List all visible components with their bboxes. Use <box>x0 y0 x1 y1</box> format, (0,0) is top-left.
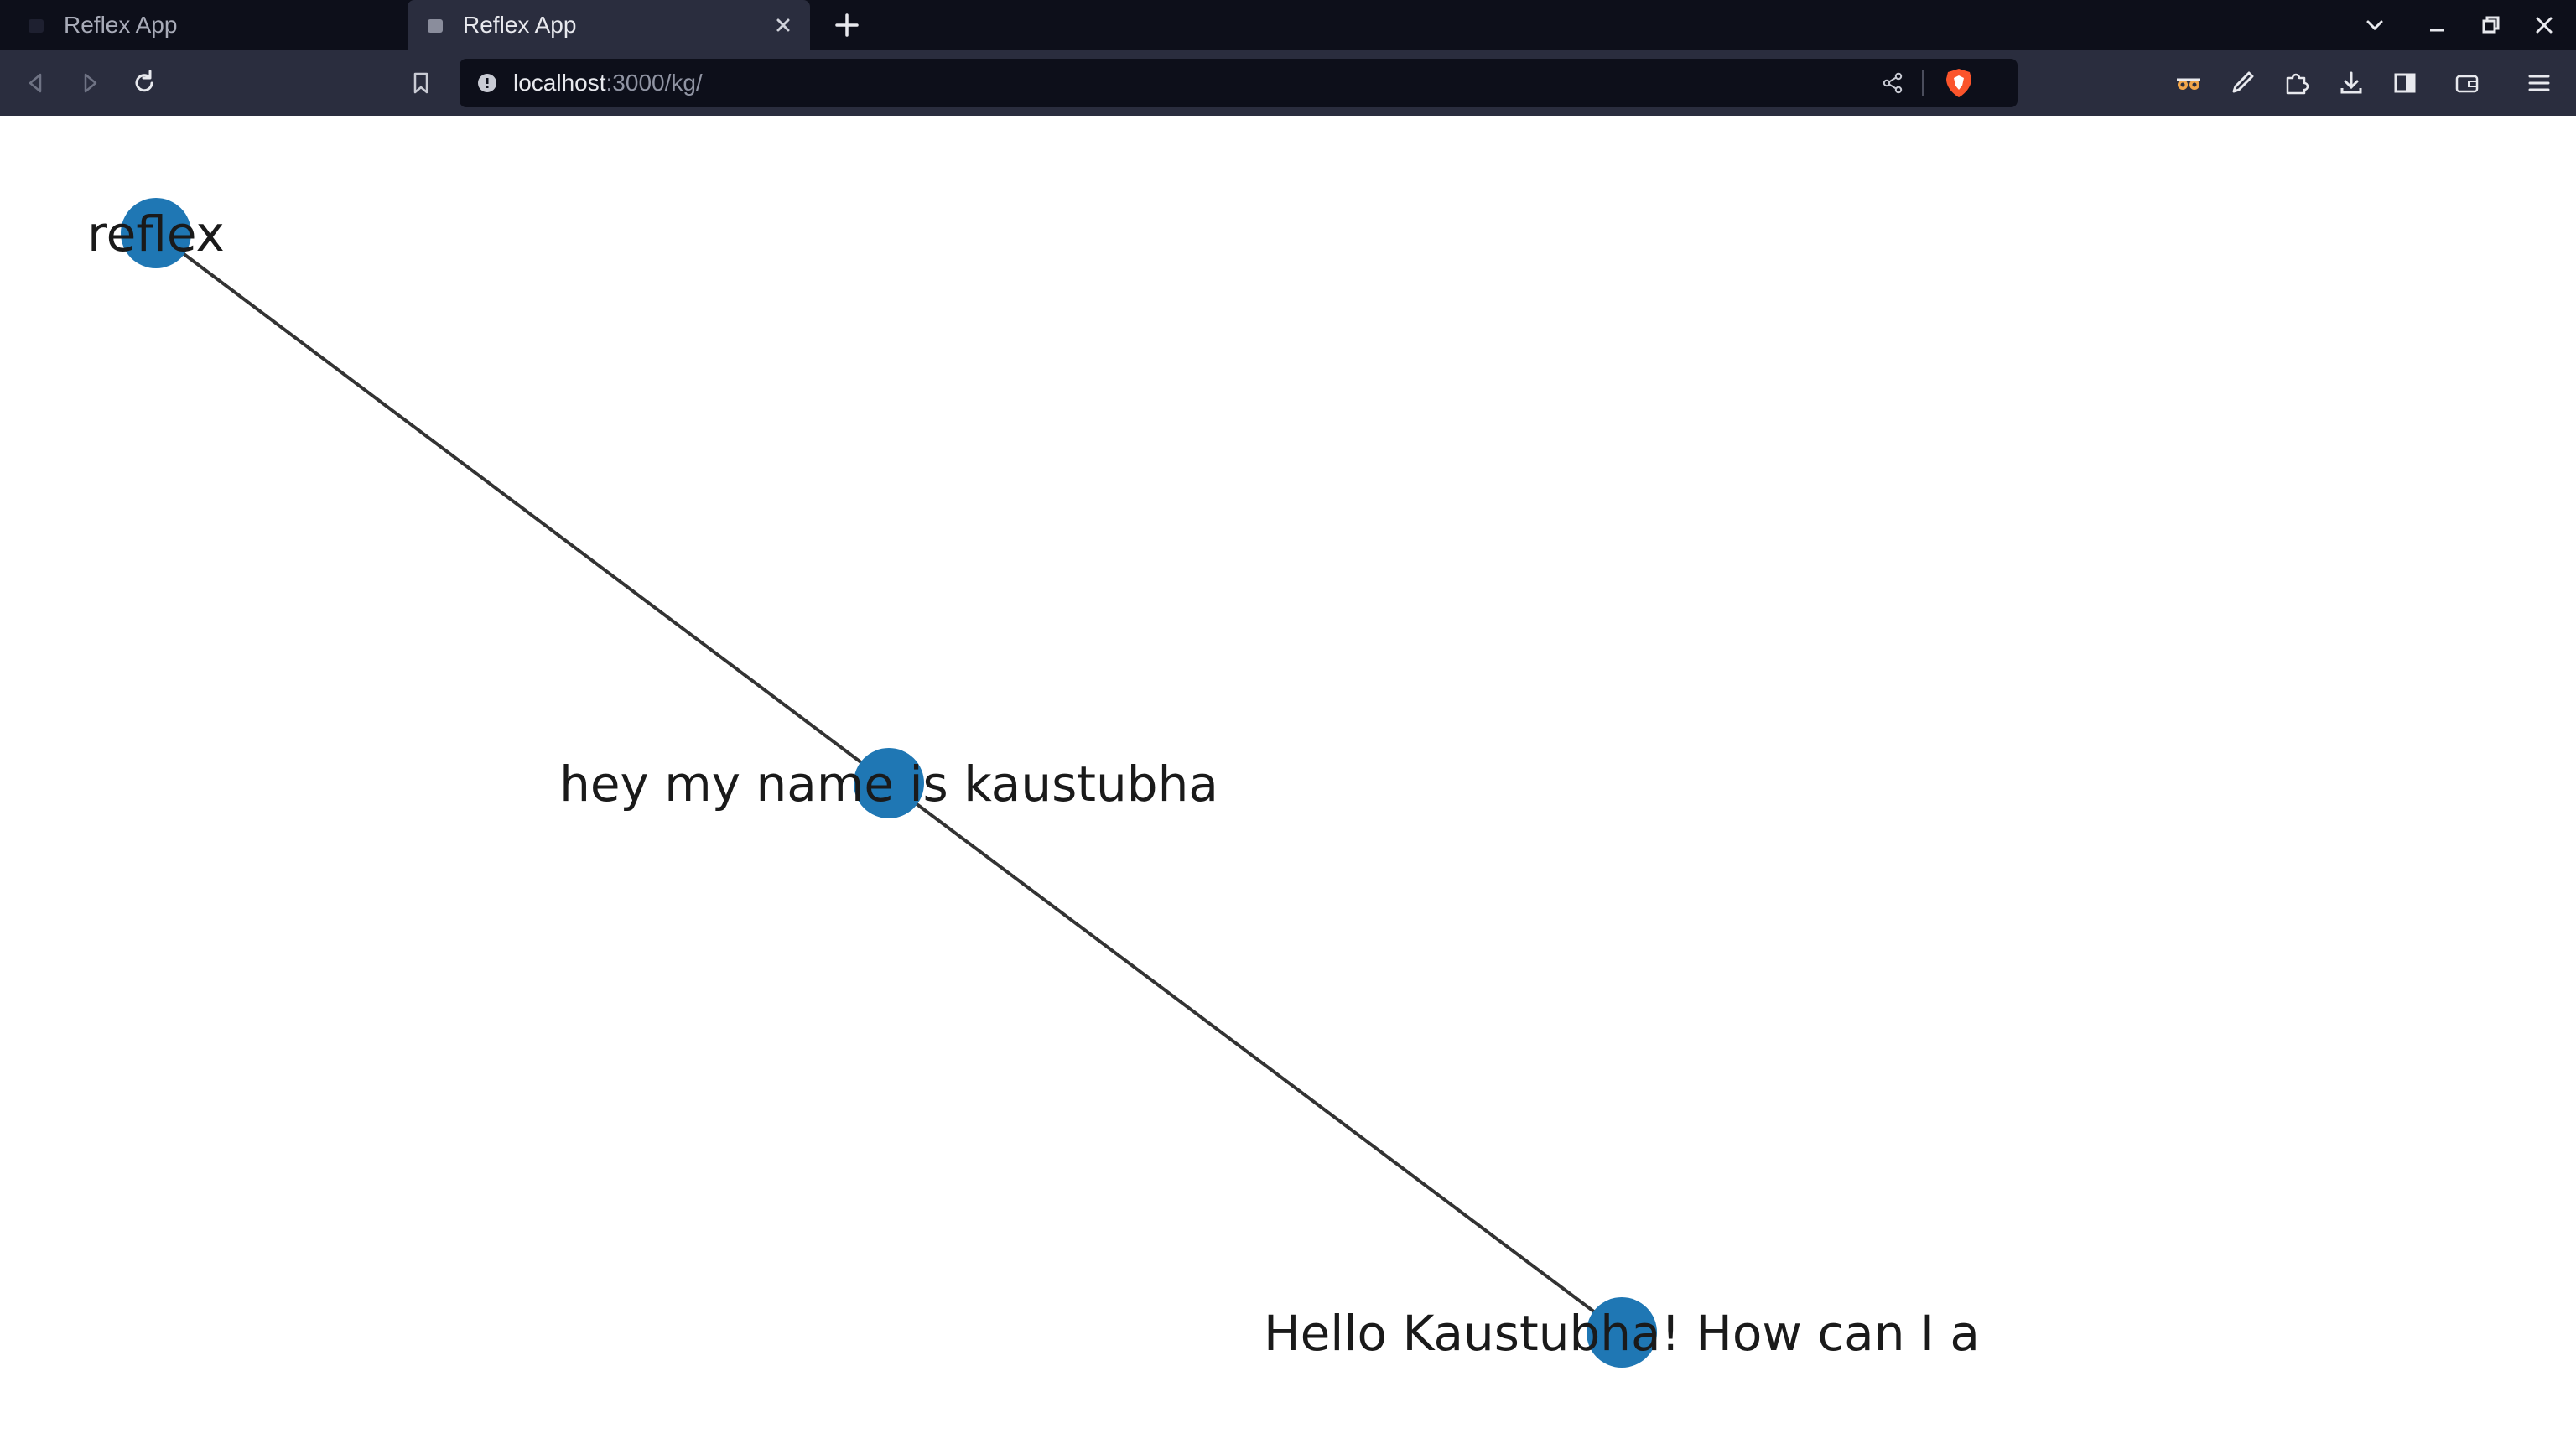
url-text: localhost:3000/kg/ <box>513 59 703 107</box>
close-window-icon[interactable] <box>2531 12 2558 39</box>
tab-title: Reflex App <box>463 12 577 38</box>
graph-edges <box>154 231 1623 1334</box>
graph-node <box>121 198 191 268</box>
site-info-icon[interactable] <box>476 72 498 94</box>
url-path: :3000/kg/ <box>605 70 703 96</box>
favicon-icon <box>428 19 443 33</box>
tab-reflex-app-active[interactable]: Reflex App <box>408 0 810 50</box>
sidebar-icon[interactable] <box>2388 66 2422 100</box>
color-picker-icon[interactable] <box>2225 66 2259 100</box>
tab-strip: Reflex App Reflex App <box>0 0 2576 50</box>
menu-icon[interactable] <box>2522 66 2556 100</box>
back-icon[interactable] <box>18 66 52 100</box>
tab-search-chevron-icon[interactable] <box>2361 12 2388 39</box>
url-host: localhost <box>513 70 606 96</box>
privacy-extension-icon[interactable] <box>2172 66 2205 100</box>
share-icon[interactable] <box>1880 70 1905 96</box>
graph-nodes <box>121 198 1657 1368</box>
minimize-icon[interactable] <box>2423 12 2450 39</box>
graph-node-label: hey my name is kaustubha <box>559 756 1218 813</box>
download-icon[interactable] <box>2334 66 2368 100</box>
brave-shields-icon[interactable] <box>1944 67 1974 99</box>
extensions-puzzle-icon[interactable] <box>2279 66 2313 100</box>
graph-node-label: Hello Kaustubha! How can I a <box>1264 1305 1980 1362</box>
bookmark-icon[interactable] <box>404 66 438 100</box>
address-bar[interactable]: localhost:3000/kg/ <box>460 59 2018 107</box>
graph-node <box>1587 1297 1657 1368</box>
graph-edge <box>887 782 1623 1334</box>
browser-toolbar: localhost:3000/kg/ <box>0 50 2576 116</box>
tab-title: Reflex App <box>64 12 178 38</box>
favicon-icon <box>29 19 44 33</box>
restore-icon[interactable] <box>2477 12 2504 39</box>
url-divider <box>1922 70 1924 96</box>
reload-icon[interactable] <box>127 66 161 100</box>
graph-edge <box>154 231 891 785</box>
new-tab-icon[interactable] <box>830 10 864 40</box>
tab-reflex-app-inactive[interactable]: Reflex App <box>0 0 406 50</box>
close-tab-icon[interactable] <box>768 10 798 40</box>
forward-icon[interactable] <box>74 66 107 100</box>
graph-node <box>854 748 924 818</box>
graph-node-label: reflex <box>87 205 225 262</box>
wallet-icon[interactable] <box>2450 66 2484 100</box>
